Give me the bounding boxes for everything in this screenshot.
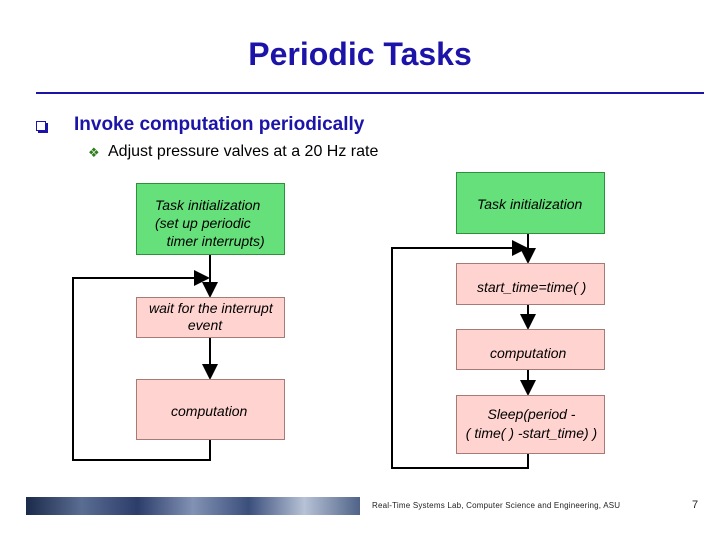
diamond-bullet-icon: ❖ [88,145,100,160]
bullet-level1: Invoke computation periodically [74,114,365,135]
right-task-init-box: Task initialization [456,172,605,234]
right-start-time-label: start_time=time( ) [477,279,587,295]
left-computation-box: computation [136,379,285,440]
page-number: 7 [692,499,699,511]
right-sleep-label: Sleep(period - ( time( ) -start_time) ) [465,406,598,441]
title-underline [36,92,704,94]
square-bullet-icon [36,121,46,131]
right-start-time-box: start_time=time( ) [456,263,605,305]
left-task-init-label: Task initialization (set up periodic tim… [155,197,265,249]
right-task-init-label: Task initialization [477,196,583,212]
left-computation-label: computation [171,403,248,419]
footer-lab-text: Real-Time Systems Lab, Computer Science … [372,501,621,510]
right-computation-label: computation [490,345,567,361]
slide-title: Periodic Tasks [248,36,472,72]
left-loop-arrow [72,270,211,461]
left-wait-box: wait for the interrupt event [136,297,285,338]
right-computation-box: computation [456,329,605,370]
left-wait-label: wait for the interrupt event [149,300,273,333]
footer-image-strip [26,497,360,515]
left-task-init-box: Task initialization (set up periodic tim… [136,183,285,255]
right-sleep-box: Sleep(period - ( time( ) -start_time) ) [456,395,605,454]
bullet-level2: Adjust pressure valves at a 20 Hz rate [108,143,379,160]
right-loop-arrow [391,240,529,469]
